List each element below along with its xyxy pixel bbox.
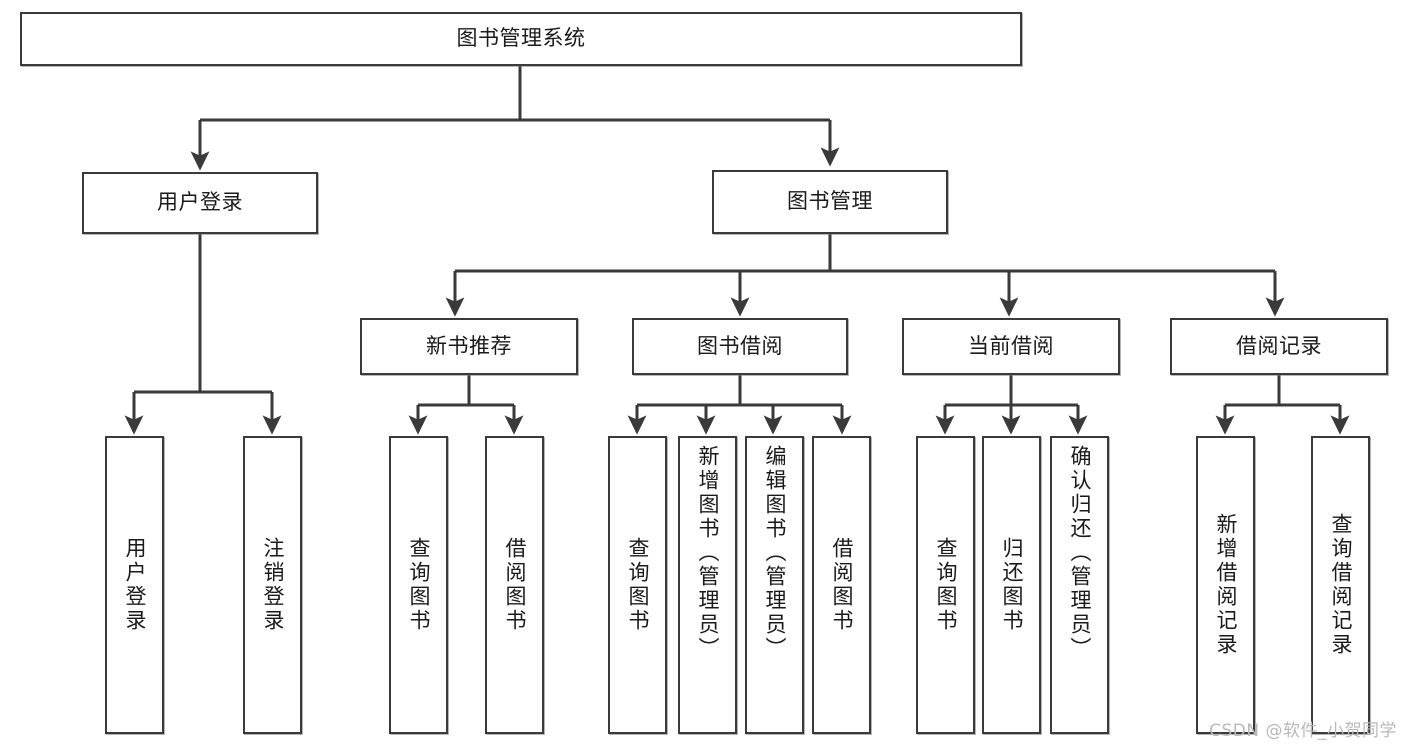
- leaf-book-borrow-borrow[interactable]: 借阅图书: [812, 436, 871, 734]
- leaf-current-borrow-query[interactable]: 查询图书: [916, 436, 975, 734]
- node-root-system[interactable]: 图书管理系统: [20, 12, 1022, 66]
- node-label: 新增图书（管理员）: [696, 445, 720, 661]
- leaf-new-book-query[interactable]: 查询图书: [389, 436, 448, 734]
- node-label: 查询图书: [407, 537, 431, 633]
- node-book-management[interactable]: 图书管理: [712, 170, 948, 234]
- node-label: 编辑图书（管理员）: [763, 445, 787, 661]
- node-label: 新书推荐: [426, 333, 512, 358]
- leaf-user-login-signin[interactable]: 用户登录: [105, 436, 164, 734]
- node-label: 借阅图书: [830, 537, 854, 633]
- leaf-user-login-signout[interactable]: 注销登录: [243, 436, 302, 734]
- node-label: 确认归还（管理员）: [1068, 445, 1092, 661]
- leaf-borrow-record-add[interactable]: 新增借阅记录: [1196, 436, 1255, 734]
- node-label: 查询图书: [626, 537, 650, 633]
- leaf-book-borrow-add-admin[interactable]: 新增图书（管理员）: [678, 436, 737, 734]
- node-label: 用户登录: [157, 190, 243, 215]
- leaf-borrow-record-query[interactable]: 查询借阅记录: [1311, 436, 1370, 734]
- node-current-borrow[interactable]: 当前借阅: [902, 318, 1120, 375]
- node-label: 图书管理系统: [456, 26, 586, 51]
- leaf-current-borrow-confirm-admin[interactable]: 确认归还（管理员）: [1050, 436, 1109, 734]
- node-label: 注销登录: [261, 537, 285, 633]
- node-label: 归还图书: [1000, 537, 1024, 633]
- node-label: 借阅记录: [1236, 333, 1322, 358]
- leaf-new-book-borrow[interactable]: 借阅图书: [485, 436, 544, 734]
- leaf-book-borrow-edit-admin[interactable]: 编辑图书（管理员）: [745, 436, 804, 734]
- csdn-watermark: CSDN @软件_小贺同学: [1209, 721, 1397, 741]
- node-label: 查询借阅记录: [1329, 513, 1353, 657]
- node-label: 借阅图书: [503, 537, 527, 633]
- node-label: 用户登录: [123, 537, 147, 633]
- node-label: 图书借阅: [697, 333, 783, 358]
- node-label: 当前借阅: [968, 333, 1054, 358]
- node-label: 查询图书: [934, 537, 958, 633]
- node-label: 新增借阅记录: [1214, 513, 1238, 657]
- node-label: 图书管理: [787, 189, 873, 214]
- leaf-current-borrow-return[interactable]: 归还图书: [982, 436, 1041, 734]
- node-user-login[interactable]: 用户登录: [82, 172, 318, 234]
- leaf-book-borrow-query[interactable]: 查询图书: [608, 436, 667, 734]
- node-book-borrow[interactable]: 图书借阅: [632, 318, 848, 375]
- node-borrow-record[interactable]: 借阅记录: [1170, 318, 1388, 375]
- node-new-book-recommend[interactable]: 新书推荐: [360, 318, 578, 375]
